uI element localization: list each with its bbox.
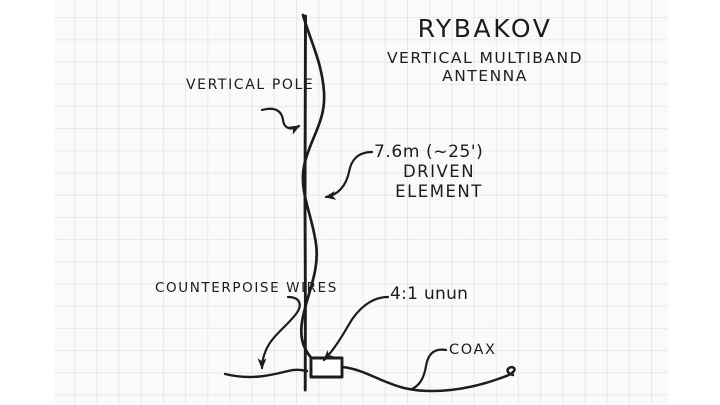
coax-feedline: [340, 365, 516, 393]
label-coax: COAX: [449, 342, 497, 358]
label-driven-element-block: 7.6m (~25') DRIVEN ELEMENT: [374, 142, 504, 201]
unun-box: [309, 356, 344, 379]
driven-element-wire: [299, 13, 326, 362]
leader-unun: [322, 295, 390, 362]
label-vertical-pole: VERTICAL POLE: [186, 77, 315, 93]
title-block: RYBAKOV VERTICAL MULTIBAND ANTENNA: [360, 14, 610, 85]
leader-vertical-pole: [260, 107, 301, 135]
leader-coax: [410, 348, 448, 391]
counterpoise-wire: [223, 368, 309, 379]
label-unun: 4:1 unun: [390, 284, 469, 304]
vertical-pole-line: [303, 14, 307, 392]
leader-driven-element: [324, 150, 374, 200]
diagram-subtitle-line-2: ANTENNA: [442, 66, 528, 85]
label-counterpoise-wires: COUNTERPOISE WIRES: [155, 280, 338, 296]
diagram-subtitle-line-1: VERTICAL MULTIBAND: [386, 48, 584, 67]
label-driven-element-length: 7.6m (~25'): [374, 142, 484, 162]
leader-counterpoise: [257, 295, 301, 370]
diagram-title: RYBAKOV: [417, 14, 553, 43]
graph-paper-background: [55, 0, 668, 405]
label-driven-element-line-2: DRIVEN: [402, 162, 476, 182]
label-driven-element-line-3: ELEMENT: [395, 181, 483, 201]
